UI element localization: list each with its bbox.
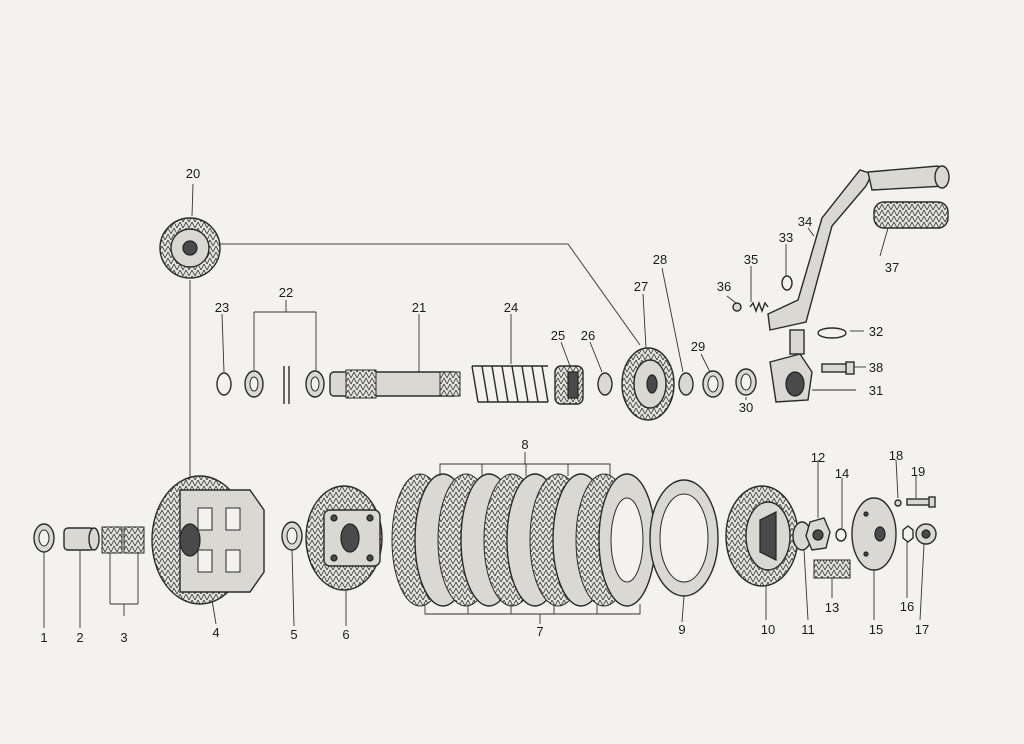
part-33-clip <box>781 275 793 291</box>
label-25: 25 <box>551 328 565 343</box>
part-38-bolt <box>821 361 855 375</box>
label-33: 33 <box>779 230 793 245</box>
part-18-ball <box>894 499 902 507</box>
part-22-washers <box>244 366 325 404</box>
part-30-seal <box>735 368 757 396</box>
part-35-spring <box>749 301 769 313</box>
label-34: 34 <box>798 214 812 229</box>
label-15: 15 <box>869 622 883 637</box>
label-10: 10 <box>761 622 775 637</box>
label-13: 13 <box>825 600 839 615</box>
label-22: 22 <box>279 285 293 300</box>
label-4: 4 <box>212 625 219 640</box>
label-8: 8 <box>521 437 528 452</box>
part-4-clutch-basket <box>151 475 265 605</box>
part-6-inner-hub <box>305 485 383 591</box>
assembly-line-20-27 <box>220 243 641 346</box>
label-3: 3 <box>120 630 127 645</box>
part-20-gear <box>159 217 221 279</box>
bracket-8 <box>439 452 611 476</box>
part-23-circlip <box>216 372 232 396</box>
label-26: 26 <box>581 328 595 343</box>
part-19-pin <box>906 496 936 508</box>
part-28-washer <box>678 372 694 396</box>
label-18: 18 <box>889 448 903 463</box>
part-29-bushing <box>702 370 724 398</box>
part-14-ring <box>835 528 847 542</box>
part-26-washer <box>597 372 613 396</box>
label-38: 38 <box>869 360 883 375</box>
part-37-rubber-grip <box>873 201 949 229</box>
label-16: 16 <box>900 599 914 614</box>
label-24: 24 <box>504 300 518 315</box>
part-34-kick-lever <box>767 165 950 355</box>
part-24-spring <box>471 365 549 403</box>
label-23: 23 <box>215 300 229 315</box>
part-10-primary-gear <box>725 485 799 587</box>
label-5: 5 <box>290 627 297 642</box>
label-37: 37 <box>885 260 899 275</box>
label-20: 20 <box>186 166 200 181</box>
part-15-pressure-plate <box>851 497 897 571</box>
leader-lines <box>43 183 925 628</box>
part-number-labels: 20 23 22 21 24 25 26 27 28 29 30 31 32 3… <box>40 166 929 645</box>
label-6: 6 <box>342 627 349 642</box>
bracket-7 <box>424 604 641 624</box>
part-7-8-clutch-plates <box>391 473 656 607</box>
part-12-nut <box>805 517 831 551</box>
part-3-needle-bearings <box>101 526 145 554</box>
part-9-steel-plate <box>649 479 719 597</box>
part-31-lever-hub <box>769 353 813 403</box>
label-35: 35 <box>744 252 758 267</box>
label-31: 31 <box>869 383 883 398</box>
label-14: 14 <box>835 466 849 481</box>
label-29: 29 <box>691 339 705 354</box>
label-1: 1 <box>40 630 47 645</box>
label-7: 7 <box>536 624 543 639</box>
label-28: 28 <box>653 252 667 267</box>
label-9: 9 <box>678 622 685 637</box>
label-36: 36 <box>717 279 731 294</box>
part-27-gear <box>621 347 675 421</box>
label-19: 19 <box>911 464 925 479</box>
label-17: 17 <box>915 622 929 637</box>
label-21: 21 <box>412 300 426 315</box>
label-30: 30 <box>739 400 753 415</box>
part-16-washer <box>902 525 914 543</box>
part-17-nut <box>915 523 937 545</box>
part-36-ball <box>732 302 742 312</box>
part-13-spring <box>813 559 851 579</box>
label-27: 27 <box>634 279 648 294</box>
part-25-ratchet <box>554 365 584 405</box>
part-32-oring <box>817 327 847 339</box>
part-5-washer <box>281 521 303 551</box>
part-1-washer <box>33 523 55 553</box>
label-32: 32 <box>869 324 883 339</box>
part-21-shaft <box>329 369 461 399</box>
label-2: 2 <box>76 630 83 645</box>
part-2-bushing <box>63 527 100 551</box>
label-12: 12 <box>811 450 825 465</box>
label-11: 11 <box>801 622 815 637</box>
